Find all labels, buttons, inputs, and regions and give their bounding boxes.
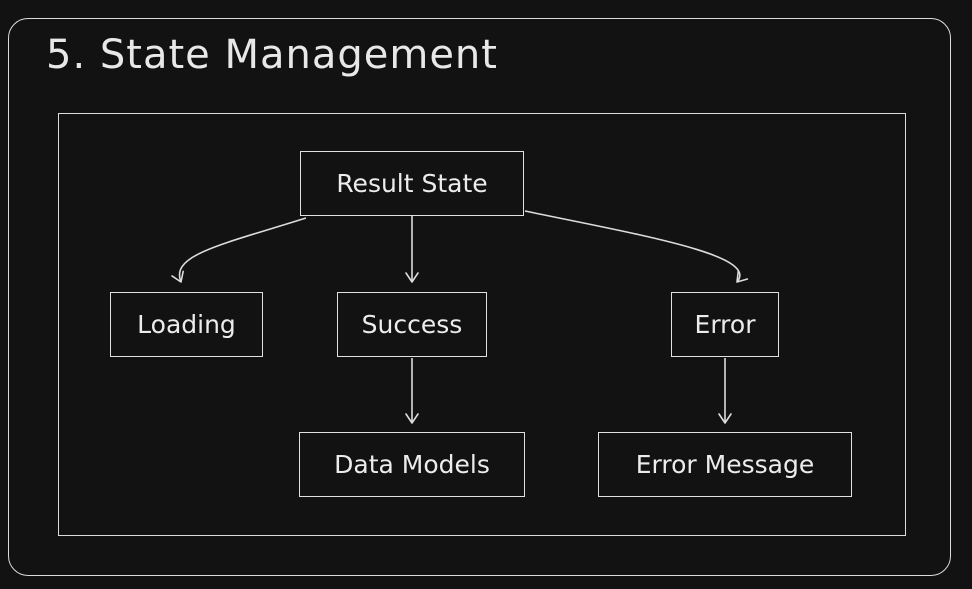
- node-error[interactable]: Error: [671, 292, 779, 357]
- node-error-message[interactable]: Error Message: [598, 432, 852, 497]
- edge-result-to-loading: [171, 217, 307, 283]
- outer-frame: [8, 18, 951, 576]
- inner-frame: [58, 113, 906, 536]
- edge-result-to-error: [524, 210, 749, 283]
- node-data-models[interactable]: Data Models: [299, 432, 525, 497]
- node-loading[interactable]: Loading: [110, 292, 263, 357]
- node-success[interactable]: Success: [337, 292, 487, 357]
- diagram-title: 5. State Management: [46, 32, 498, 78]
- node-result-state[interactable]: Result State: [300, 151, 524, 216]
